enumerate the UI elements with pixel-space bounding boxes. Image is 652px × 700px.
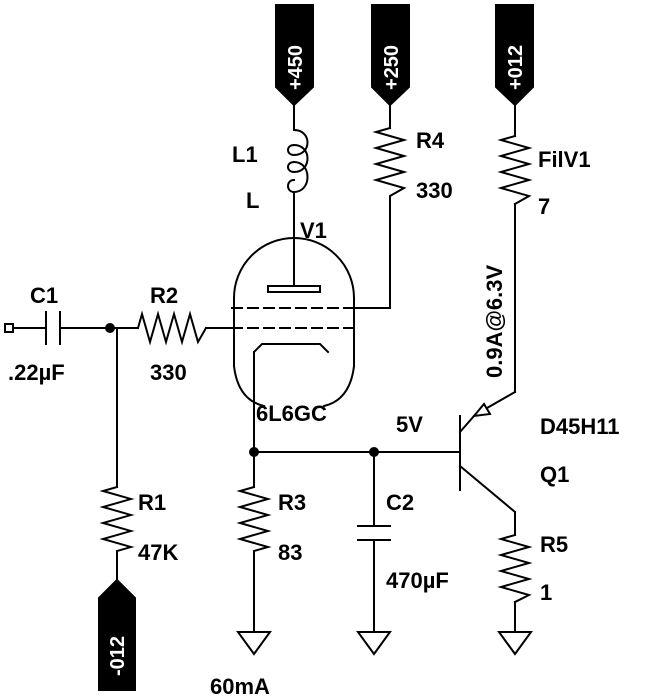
label-l1-ref: L1 bbox=[232, 142, 258, 167]
capacitor-c1 bbox=[45, 311, 111, 345]
label-r5-value: 1 bbox=[540, 580, 552, 605]
label-r4-value: 330 bbox=[416, 178, 453, 203]
supply-port-plus450: +450 bbox=[275, 4, 314, 107]
label-c1-ref: C1 bbox=[30, 283, 58, 308]
label-r4-ref: R4 bbox=[416, 128, 445, 153]
supply-label-plus450: +450 bbox=[285, 45, 307, 90]
label-r3-ref: R3 bbox=[278, 490, 306, 515]
resistor-r1 bbox=[99, 327, 135, 581]
label-base-voltage: 5V bbox=[396, 412, 423, 437]
ground-symbol bbox=[236, 631, 272, 656]
supply-port-plus012: +012 bbox=[495, 4, 534, 107]
label-r1-ref: R1 bbox=[138, 490, 166, 515]
resistor-r3 bbox=[236, 451, 272, 633]
supply-label-plus012: +012 bbox=[505, 45, 527, 90]
resistor-filv1 bbox=[471, 104, 533, 418]
label-l1-value: L bbox=[246, 188, 259, 213]
label-c1-value: .22µF bbox=[8, 360, 65, 385]
resistor-r5 bbox=[497, 511, 533, 633]
label-q1-value: D45H11 bbox=[540, 414, 620, 439]
supply-label-plus250: +250 bbox=[381, 45, 403, 90]
supply-port-minus012: -012 bbox=[98, 578, 136, 691]
label-filv1-value: 7 bbox=[538, 194, 550, 219]
label-c2-ref: C2 bbox=[386, 490, 414, 515]
label-fil-current: 0.9A@6.3V bbox=[482, 264, 507, 378]
label-q1-ref: Q1 bbox=[540, 462, 569, 487]
label-r2-value: 330 bbox=[150, 360, 187, 385]
ground-symbol bbox=[497, 631, 533, 656]
supply-port-plus250: +250 bbox=[371, 4, 410, 107]
resistor-r2 bbox=[109, 310, 233, 346]
label-filv1-ref: FilV1 bbox=[538, 147, 591, 172]
inductor-l1 bbox=[287, 104, 309, 287]
label-v1-ref: V1 bbox=[300, 218, 327, 243]
ground-symbol bbox=[356, 631, 392, 656]
label-v1-value: 6L6GC bbox=[256, 401, 327, 426]
transistor-q1 bbox=[458, 414, 517, 514]
tube-v1 bbox=[231, 237, 357, 453]
label-c2-value: 470µF bbox=[386, 568, 449, 593]
label-r2-ref: R2 bbox=[150, 283, 178, 308]
resistor-r4 bbox=[351, 104, 408, 309]
label-r3-value: 83 bbox=[278, 540, 302, 565]
capacitor-c2 bbox=[357, 451, 391, 633]
label-r1-value: 47K bbox=[138, 540, 178, 565]
input-terminal bbox=[4, 323, 47, 333]
label-cathode-current: 60mA bbox=[210, 674, 270, 699]
supply-label-minus012: -012 bbox=[107, 636, 129, 676]
label-r5-ref: R5 bbox=[540, 532, 568, 557]
